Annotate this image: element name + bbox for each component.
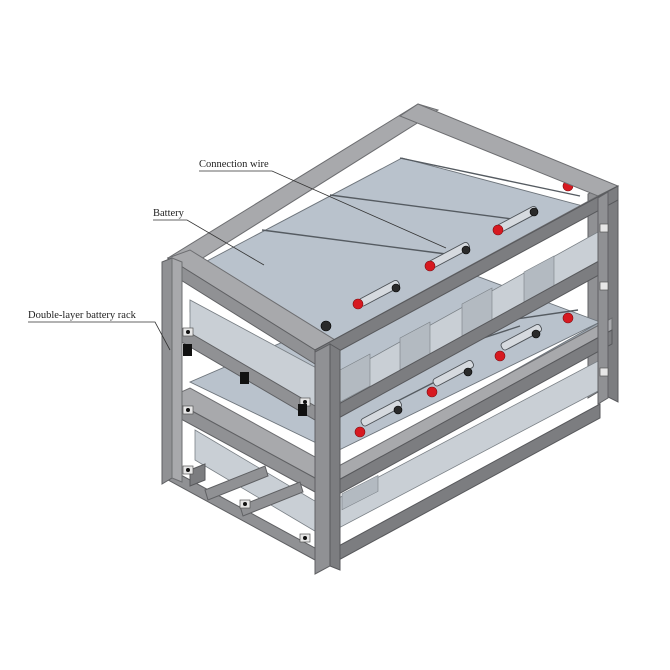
- rack-posts-front: [161, 191, 609, 575]
- rack-label: Double-layer battery rack: [28, 310, 137, 321]
- label-connection-wire: Connection wire: [199, 159, 447, 249]
- lower-connection-wires: [354, 312, 574, 438]
- label-battery: Battery: [153, 208, 265, 266]
- upper-connection-wires: [320, 180, 574, 332]
- connection-wire-label: Connection wire: [199, 159, 269, 170]
- battery-label: Battery: [153, 208, 185, 219]
- lower-shelf: [166, 317, 613, 563]
- label-rack: Double-layer battery rack: [28, 310, 171, 351]
- mounting-bolts: [182, 223, 609, 543]
